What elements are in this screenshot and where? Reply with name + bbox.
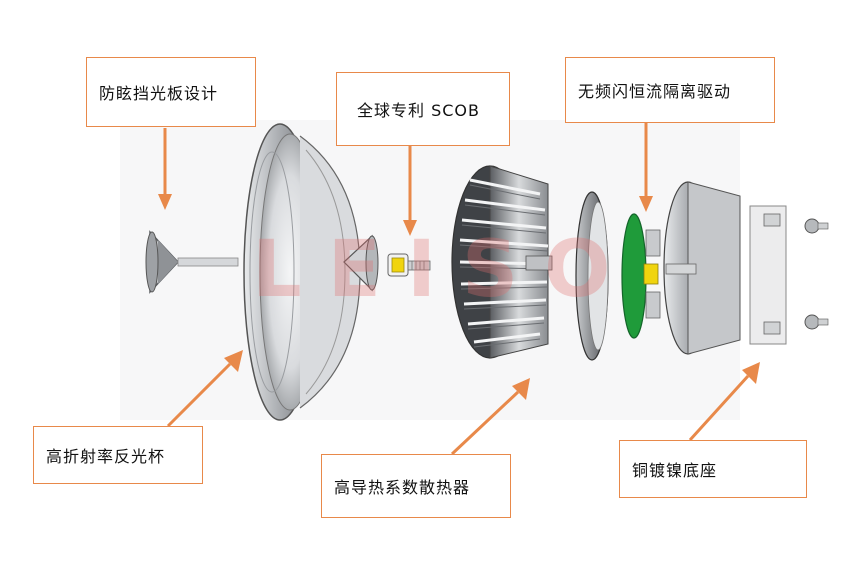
mounting-plate bbox=[575, 191, 609, 361]
anti-glare-baffle bbox=[145, 230, 239, 294]
label-reflector-text: 高折射率反光杯 bbox=[46, 447, 166, 466]
label-anti-glare-text: 防眩挡光板设计 bbox=[99, 84, 219, 103]
small-lens bbox=[343, 234, 379, 292]
copper-base bbox=[663, 181, 741, 355]
label-base: 铜镀镍底座 bbox=[619, 440, 807, 498]
label-heatsink-text: 高导热系数散热器 bbox=[334, 478, 471, 497]
label-anti-glare: 防眩挡光板设计 bbox=[86, 57, 256, 127]
reflector-cup bbox=[243, 123, 361, 421]
label-scob-text: 全球专利 SCOB bbox=[357, 101, 480, 120]
label-driver: 无频闪恒流隔离驱动 bbox=[565, 57, 775, 123]
label-scob: 全球专利 SCOB bbox=[336, 72, 510, 146]
driver-pcb bbox=[621, 213, 661, 339]
heatsink bbox=[451, 165, 553, 359]
arrow-heatsink bbox=[450, 390, 520, 456]
pointer-arrows bbox=[158, 122, 760, 456]
scob-led-module bbox=[387, 253, 431, 277]
label-heatsink: 高导热系数散热器 bbox=[321, 454, 511, 518]
arrow-base bbox=[688, 374, 750, 442]
watermark-text: LEISO bbox=[252, 225, 637, 315]
label-driver-text: 无频闪恒流隔离驱动 bbox=[578, 82, 732, 101]
label-reflector: 高折射率反光杯 bbox=[33, 426, 203, 484]
label-base-text: 铜镀镍底座 bbox=[632, 461, 718, 480]
base-pins-and-screws bbox=[749, 205, 829, 345]
arrow-reflector bbox=[166, 362, 232, 428]
